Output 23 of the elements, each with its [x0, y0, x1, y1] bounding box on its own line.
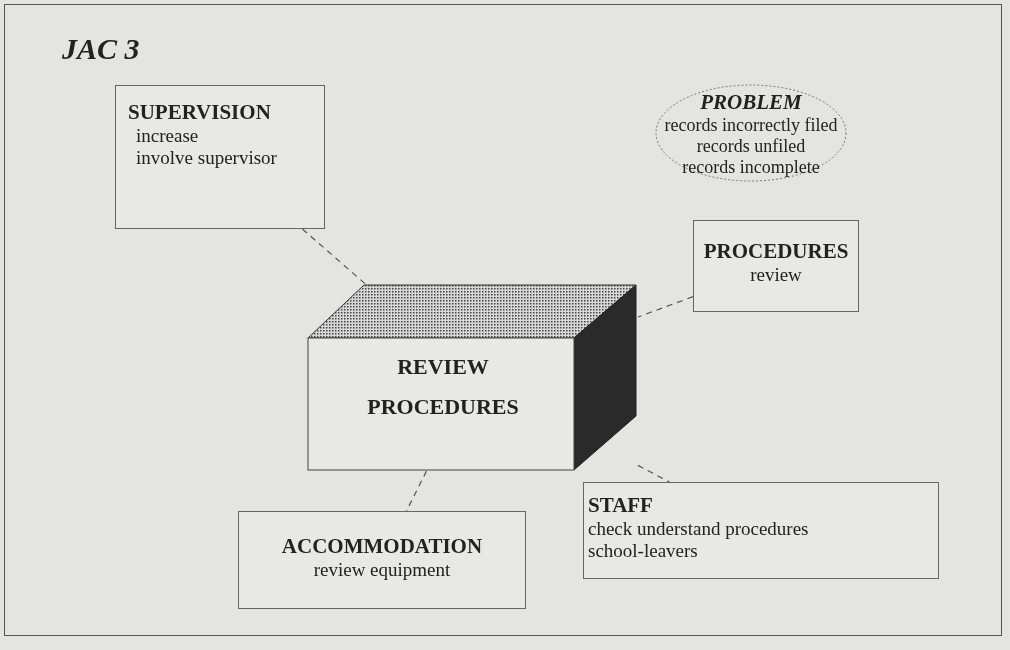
label-box	[238, 511, 526, 609]
list-item: involve supervisor	[135, 147, 278, 169]
heading: ACCOMMODATION	[280, 534, 484, 560]
heading: STAFF	[588, 493, 654, 519]
problem-item: records incomplete	[681, 156, 821, 178]
heading: PROBLEM	[699, 90, 803, 116]
problem-item: records incorrectly filed	[663, 115, 839, 136]
list-item: review	[749, 264, 803, 287]
label-box	[693, 220, 859, 312]
list-item: school-leavers	[588, 540, 699, 562]
problem-item: records unfiled	[695, 135, 807, 157]
list-item: review equipment	[312, 559, 452, 582]
title: JAC 3	[62, 32, 140, 66]
dashed-connector	[637, 464, 670, 483]
heading: SUPERVISION	[128, 100, 272, 126]
list-item: check understand procedures	[588, 518, 810, 541]
heading: PROCEDURES	[702, 239, 850, 265]
cube-label: REVIEW PROCEDURES	[366, 353, 520, 421]
dashed-connector	[301, 228, 368, 286]
label-box	[583, 482, 939, 579]
list-item: increase	[135, 125, 200, 148]
dashed-connector	[637, 296, 694, 318]
label-box	[115, 85, 325, 229]
